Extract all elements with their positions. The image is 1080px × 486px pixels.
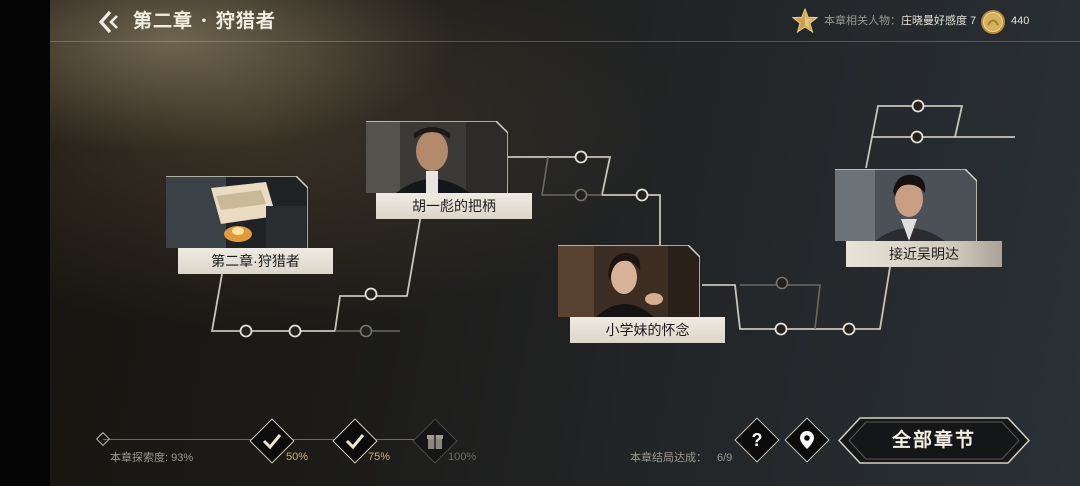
story-node-hu-yibiao[interactable]: 胡一彪的把柄 <box>366 121 534 221</box>
back-arrow-icon[interactable] <box>96 8 124 36</box>
exploration-value: 93% <box>171 452 194 464</box>
coin-count: 440 <box>1011 15 1030 27</box>
story-node-junior-schoolmate[interactable]: 小学妹的怀念 <box>558 245 726 345</box>
left-edge-bar <box>0 0 50 486</box>
node-label: 第二章·狩猎者 <box>178 248 333 274</box>
endings-value: 6/9 <box>717 452 733 464</box>
milestone-50[interactable] <box>249 418 295 464</box>
story-node-chapter-start[interactable]: 第二章·狩猎者 <box>166 176 334 276</box>
related-character[interactable]: 本章相关人物：庄晓曼好感度 7 <box>824 12 976 30</box>
milestone-100[interactable] <box>412 418 458 464</box>
all-chapters-label: 全部章节 <box>891 429 976 451</box>
map-pin-icon <box>792 425 822 455</box>
node-label: 小学妹的怀念 <box>570 317 725 343</box>
check-icon <box>340 426 370 456</box>
node-label: 接近吴明达 <box>846 241 1002 267</box>
milestone-75-label: 75% <box>368 451 391 463</box>
related-label: 本章相关人物： <box>824 15 901 27</box>
candle-letters-image <box>166 176 308 248</box>
man-portrait-image <box>366 121 508 193</box>
question-mark-icon: ? <box>751 429 763 450</box>
young-man-portrait-image <box>835 169 977 241</box>
endings-achieved: 本章结局达成：6/9 <box>630 452 733 464</box>
header-divider <box>50 41 1080 42</box>
star-icon <box>791 7 819 34</box>
node-label: 胡一彪的把柄 <box>376 193 532 219</box>
check-icon <box>257 426 287 456</box>
branch-node-dot <box>239 324 253 338</box>
all-chapters-button[interactable]: 全部章节 <box>838 417 1030 464</box>
story-node-wu-mingda[interactable]: 接近吴明达 <box>835 169 1003 269</box>
milestone-50-label: 50% <box>286 451 309 463</box>
related-value: 庄晓曼好感度 7 <box>901 15 977 27</box>
location-button[interactable] <box>784 417 830 463</box>
gift-icon <box>420 426 450 456</box>
coin-icon <box>980 9 1006 35</box>
chapter-title: 第二章 · 狩猎者 <box>133 10 276 32</box>
milestone-100-label: 100% <box>448 451 477 463</box>
milestone-75[interactable] <box>332 418 378 464</box>
exploration-label: 本章探索度: 93% <box>110 452 194 464</box>
woman-portrait-image <box>558 245 700 317</box>
